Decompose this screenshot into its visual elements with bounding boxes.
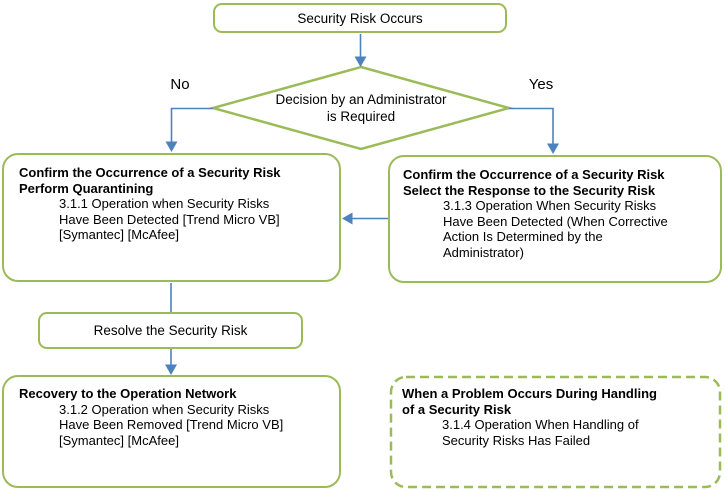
problem-title: When a Problem Occurs During Handling of… bbox=[402, 386, 657, 417]
arrow-yes-branch bbox=[509, 107, 554, 145]
recovery-title: Recovery to the Operation Network bbox=[19, 386, 237, 401]
quarantine-node: Confirm the Occurrence of a Security Ris… bbox=[2, 153, 341, 282]
problem-body: 3.1.4 Operation When Handling of Securit… bbox=[442, 417, 639, 448]
select-response-title: Confirm the Occurrence of a Security Ris… bbox=[403, 167, 665, 198]
resolve-node: Resolve the Security Risk bbox=[38, 312, 303, 349]
recovery-body: 3.1.2 Operation when Security Risks Have… bbox=[59, 401, 284, 448]
resolve-node-label: Resolve the Security Risk bbox=[93, 323, 248, 338]
arrowhead-start-to-decision bbox=[354, 56, 367, 67]
branch-label-no: No bbox=[170, 76, 190, 93]
start-node: Security Risk Occurs bbox=[213, 3, 507, 33]
problem-node: When a Problem Occurs During Handling of… bbox=[391, 377, 720, 487]
arrow-no-branch bbox=[170, 107, 213, 143]
arrowhead-select-to-quarantine bbox=[342, 212, 353, 225]
select-response-node: Confirm the Occurrence of a Security Ris… bbox=[388, 155, 722, 283]
quarantine-body: 3.1.1 Operation when Security Risks Have… bbox=[59, 196, 280, 242]
select-response-body: 3.1.3 Operation When Security Risks Have… bbox=[443, 198, 668, 260]
arrowhead-yes-branch bbox=[547, 143, 559, 154]
problem-box-outline bbox=[389, 375, 722, 489]
quarantine-title: Confirm the Occurrence of a Security Ris… bbox=[19, 165, 281, 196]
branch-label-yes: Yes bbox=[528, 76, 554, 93]
start-node-label: Security Risk Occurs bbox=[297, 10, 423, 26]
arrowhead-no-branch bbox=[165, 141, 178, 152]
arrowhead-resolve-to-recovery bbox=[165, 364, 177, 375]
decision-diamond bbox=[208, 65, 514, 151]
decision-label: Decision by an Administrator is Required bbox=[275, 92, 447, 124]
recovery-node: Recovery to the Operation Network 3.1.2 … bbox=[2, 375, 341, 488]
